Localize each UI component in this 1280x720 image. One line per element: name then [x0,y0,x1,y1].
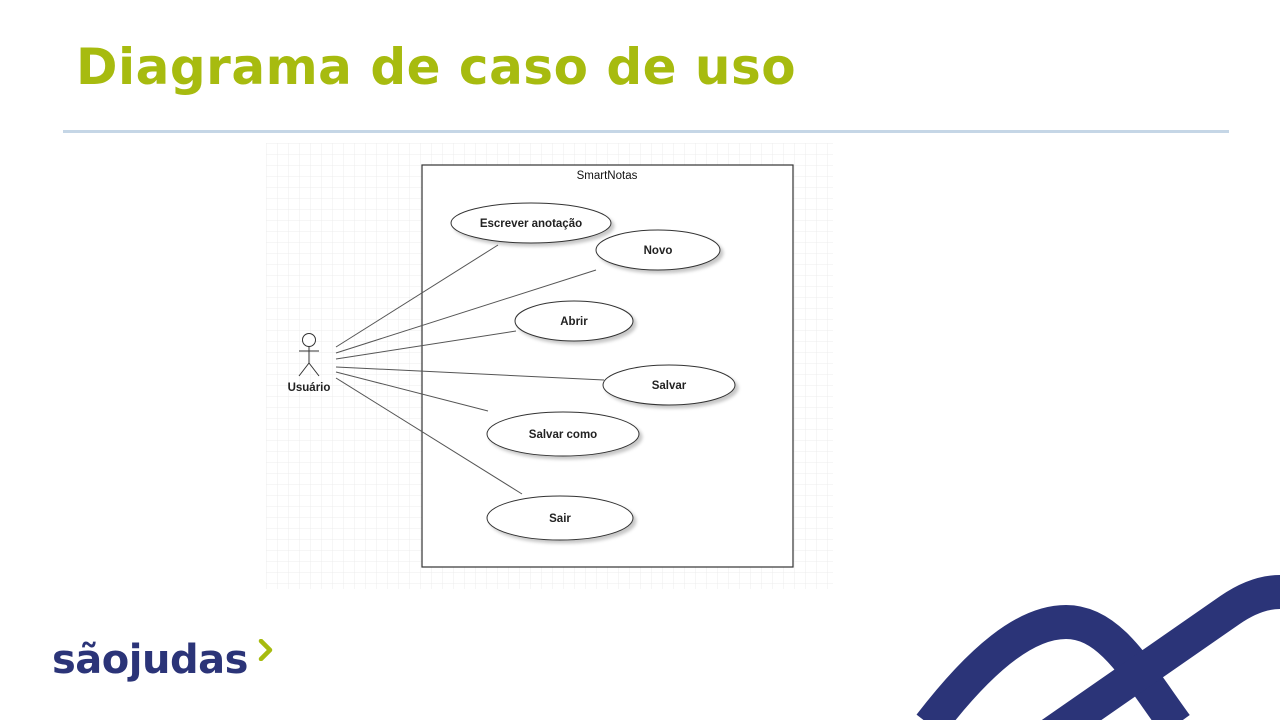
use-case-salvar-como: Salvar como [486,411,640,457]
use-case-escrever-anotacao: Escrever anotação [450,202,612,244]
association-line [335,371,489,412]
association-line [335,377,523,495]
actor-label: Usuário [288,382,331,394]
use-case-diagram-canvas: SmartNotas Usuário Escrever anotação Nov [266,143,833,589]
association-line [335,330,517,360]
association-line [335,244,499,348]
use-case-salvar: Salvar [602,364,736,406]
use-case-diagram: SmartNotas Usuário Escrever anotação Nov [266,143,833,589]
use-case-label: Novo [644,245,673,257]
use-case-label: Sair [549,513,571,525]
use-case-label: Salvar como [529,429,597,441]
chevron-right-icon [258,639,273,661]
slide-title: Diagrama de caso de uso [76,38,797,96]
use-case-sair: Sair [486,495,634,541]
associations [335,244,605,495]
use-case-label: Salvar [652,380,687,392]
use-case-label: Escrever anotação [480,218,582,230]
actor-icon [298,333,320,377]
logo-wordmark: sãojudas [52,637,248,683]
saojudas-logo: sãojudas [52,630,273,690]
title-divider [63,130,1229,133]
use-case-label: Abrir [560,316,588,328]
use-case-novo: Novo [595,229,721,271]
use-case-abrir: Abrir [514,300,634,342]
association-line [335,366,605,381]
brand-decoration [916,575,1280,720]
system-name: SmartNotas [577,170,638,182]
association-line [335,269,597,354]
